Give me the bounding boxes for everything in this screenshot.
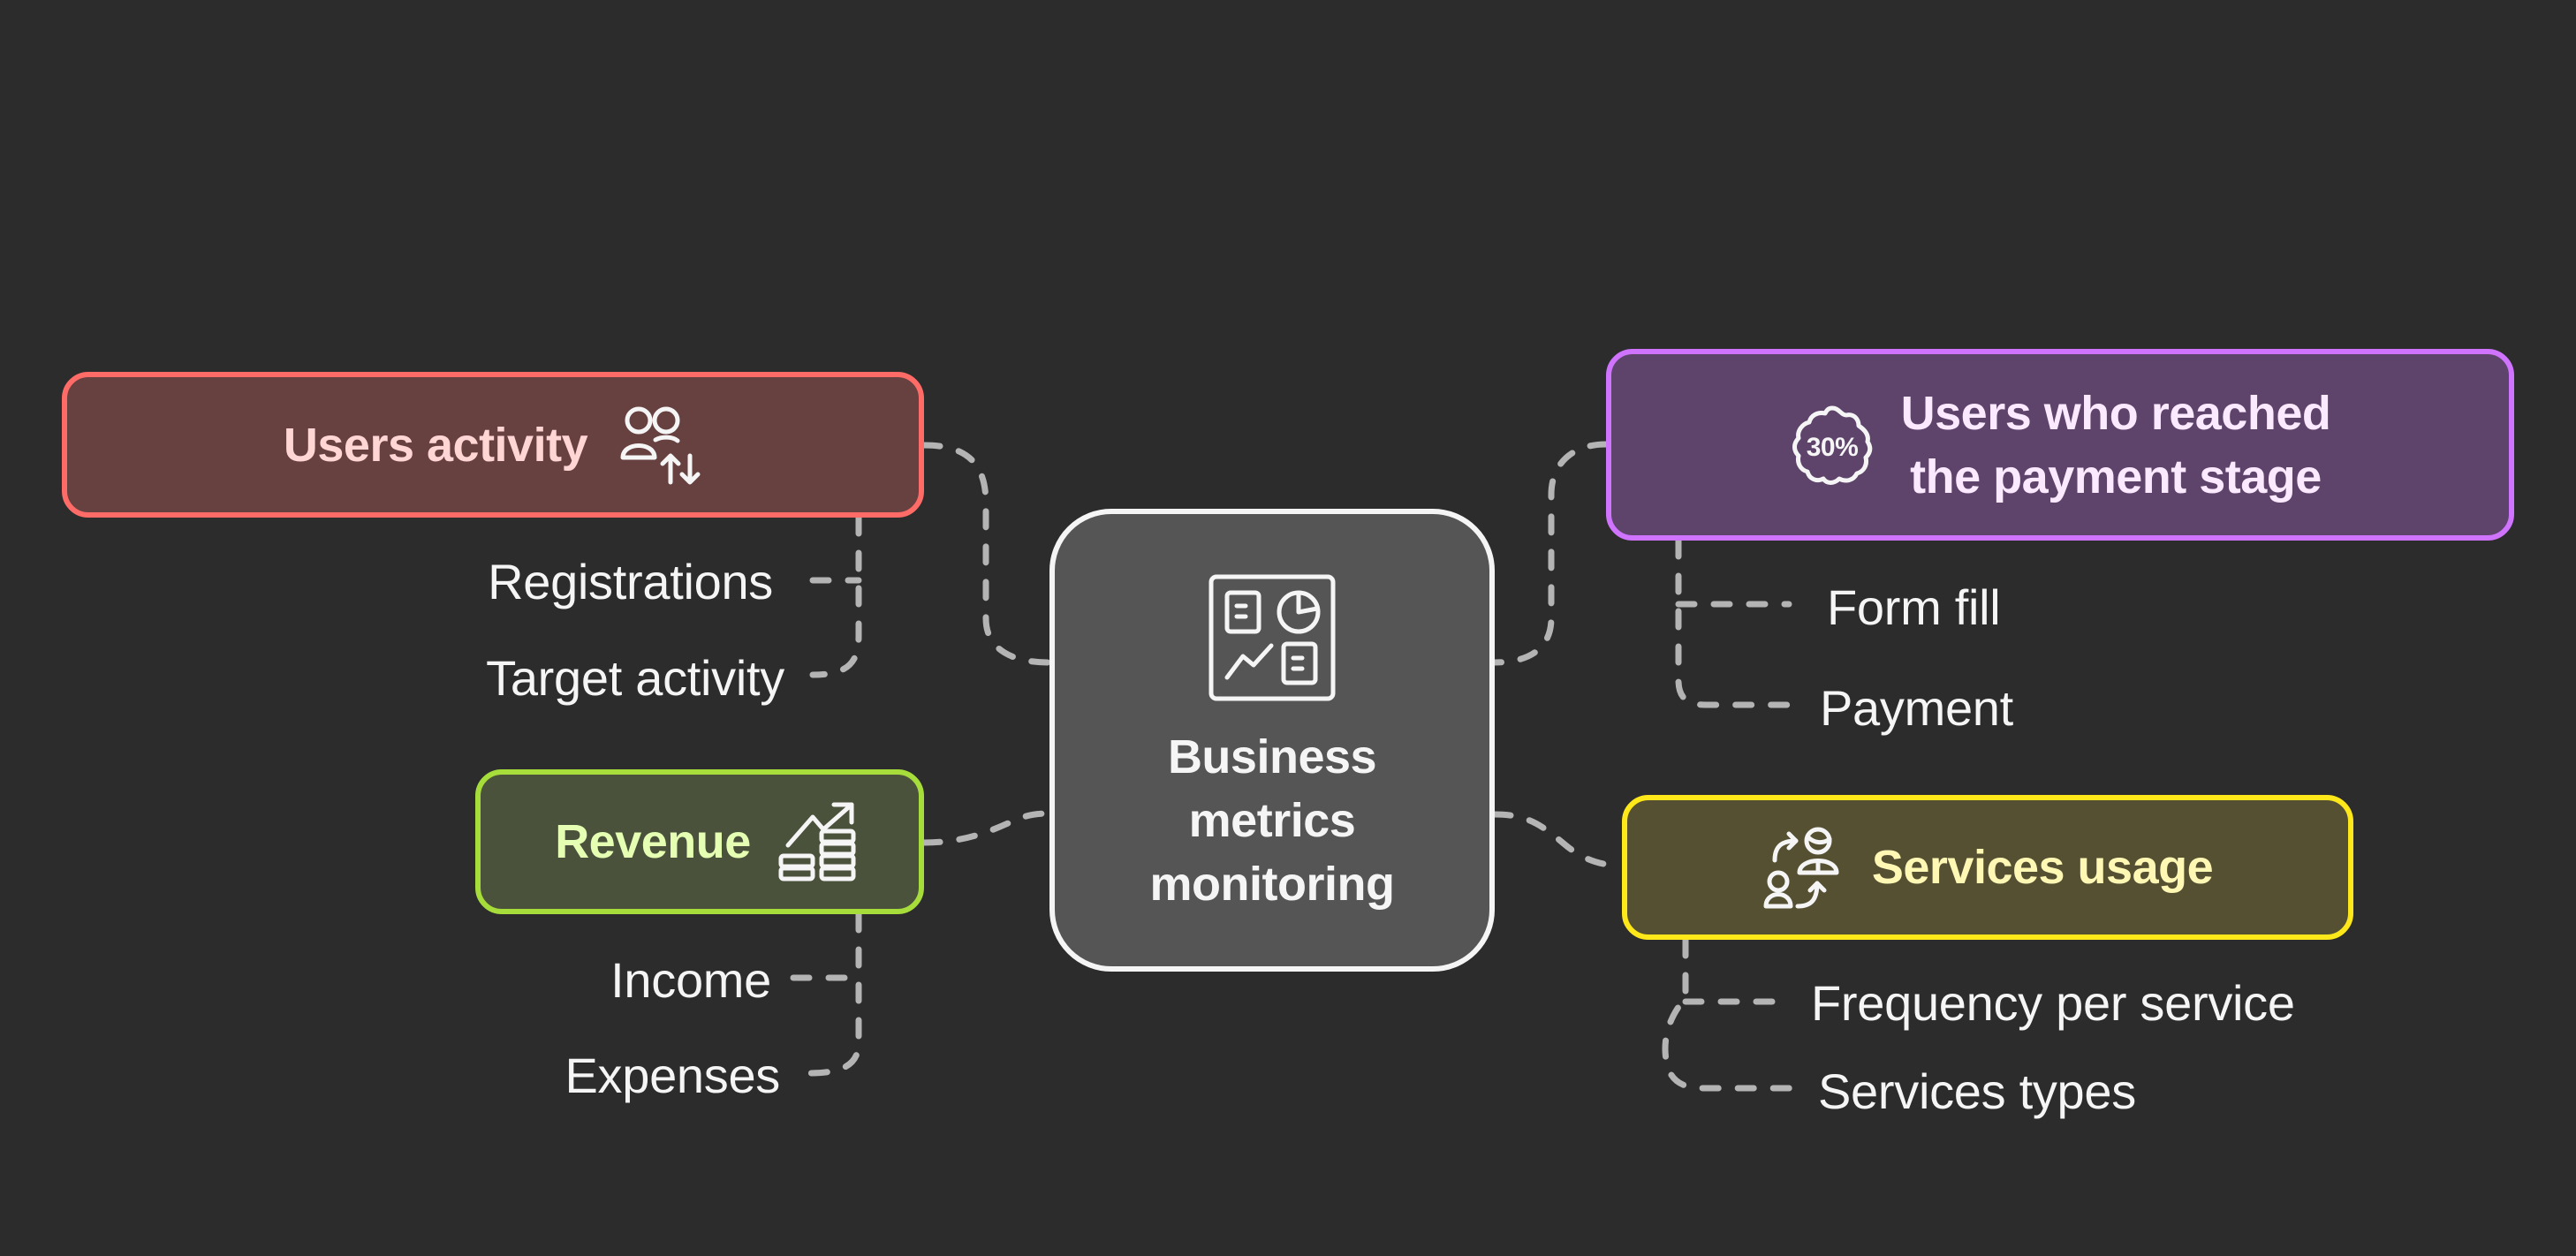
branch-label: Services usage	[1871, 841, 2214, 894]
revenue-growth-icon	[778, 802, 856, 881]
leaf-expenses[interactable]: Expenses	[564, 1048, 780, 1103]
leaf-frequency-per-service[interactable]: Frequency per service	[1811, 975, 2295, 1031]
connector-payment-stage-trunk	[1675, 537, 1797, 708]
leaf-form-fill[interactable]: Form fill	[1827, 579, 2001, 635]
connector-users-activity-trunk	[809, 514, 862, 678]
user-exchange-icon	[1763, 827, 1839, 909]
users-arrows-icon	[620, 406, 701, 484]
connector-center-revenue	[921, 810, 1053, 846]
dashboard-icon	[1208, 574, 1336, 701]
connector-revenue-trunk	[805, 911, 862, 1077]
leaf-income[interactable]: Income	[610, 952, 771, 1008]
branch-label: Revenue	[555, 815, 751, 868]
discount-badge-icon: 30%	[1792, 405, 1872, 485]
branch-services-usage[interactable]: Services usage	[1622, 795, 2353, 940]
branch-label: Users who reached the payment stage	[1900, 386, 2331, 503]
branch-users-activity[interactable]: Users activity	[62, 372, 924, 518]
leaf-target-activity[interactable]: Target activity	[486, 650, 784, 706]
connector-center-users-activity	[921, 442, 1053, 666]
branch-payment-stage[interactable]: 30% Users who reached the payment stage	[1606, 349, 2514, 541]
leaf-registrations[interactable]: Registrations	[488, 554, 773, 609]
connector-center-payment-stage	[1491, 441, 1610, 666]
branch-label: Users activity	[283, 418, 588, 472]
connector-center-services-usage	[1491, 811, 1625, 869]
leaf-payment[interactable]: Payment	[1820, 680, 2013, 736]
central-topic-label: Business metrics monitoring	[1149, 730, 1395, 911]
branch-revenue[interactable]: Revenue	[475, 769, 924, 914]
connector-services-usage-trunk	[1662, 936, 1806, 1092]
svg-text:30%: 30%	[1806, 433, 1858, 462]
central-topic[interactable]: Business metrics monitoring	[1049, 509, 1495, 972]
leaf-services-types[interactable]: Services types	[1818, 1063, 2136, 1119]
